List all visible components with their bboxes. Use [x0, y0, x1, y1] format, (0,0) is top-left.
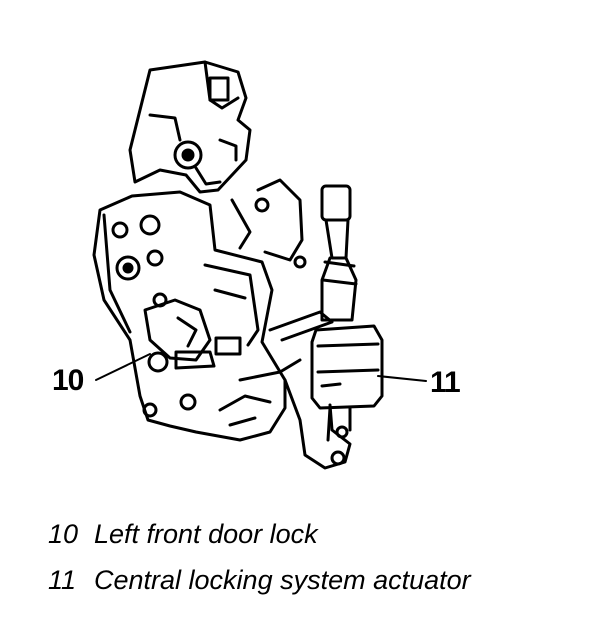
callout-11-label: 11 [430, 366, 461, 399]
door-lock-upper-housing [128, 60, 252, 194]
callout-10-label: 10 [52, 364, 84, 397]
legend-number: 10 [48, 519, 79, 549]
legend-label: Central locking system actuator [94, 565, 471, 595]
legend-item: 11 Central locking system actuator [48, 560, 471, 606]
legend-number: 11 [48, 565, 77, 595]
central-locking-actuator [310, 184, 384, 442]
door-lock-main-plate [92, 178, 307, 442]
callout-10-leader [95, 353, 151, 381]
legend-label: Left front door lock [94, 519, 318, 549]
legend: 10 Left front door lock 11 Central locking… [48, 514, 471, 606]
legend-item: 10 Left front door lock [48, 514, 471, 560]
linkage-rod [268, 310, 352, 470]
callout-11-leader [377, 375, 427, 382]
